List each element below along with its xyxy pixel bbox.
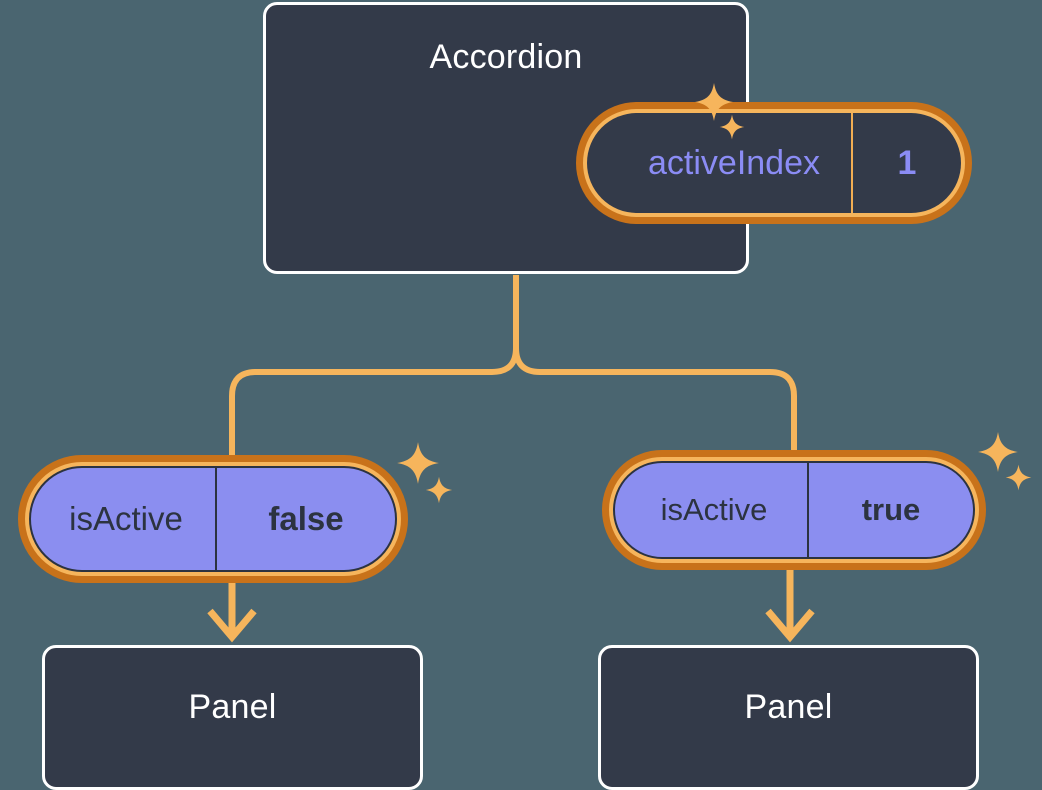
state-pill-is-active-false[interactable]: isActive false: [18, 455, 408, 583]
panel-component-box-right[interactable]: Panel: [598, 645, 979, 790]
sparkle-icon-small: [1005, 464, 1032, 491]
state-pill-inner: isActive false: [29, 466, 397, 572]
state-key-is-active-right: isActive: [660, 492, 768, 527]
state-key-active-index: activeIndex: [648, 143, 820, 182]
connector-branch-right: [513, 347, 797, 452]
accordion-component-box[interactable]: Accordion activeIndex 1: [263, 2, 972, 274]
down-arrow-left-icon: [207, 608, 257, 643]
state-pill-inner: isActive true: [613, 461, 975, 559]
state-pill-active-index[interactable]: activeIndex 1: [576, 102, 972, 224]
panel-title-right: Panel: [744, 688, 833, 726]
panel-component-box-left[interactable]: Panel: [42, 645, 423, 790]
state-value-is-active-left: false: [215, 468, 395, 570]
panel-title-left: Panel: [188, 688, 277, 726]
down-arrow-right-icon: [765, 608, 815, 643]
state-pill-inner: activeIndex 1: [587, 113, 961, 213]
state-pill-is-active-true[interactable]: isActive true: [602, 450, 986, 570]
state-value-is-active-right: true: [807, 463, 973, 557]
state-value-active-index: 1: [851, 113, 961, 213]
diagram-canvas: Accordion activeIndex 1 isActive false: [18, 2, 1032, 790]
sparkle-icon: [978, 432, 1018, 472]
sparkle-icon-small: [425, 476, 453, 504]
sparkle-icon: [397, 442, 439, 484]
accordion-title: Accordion: [429, 38, 583, 76]
connector-branch-left: [229, 347, 519, 455]
state-key-is-active-left: isActive: [69, 500, 183, 537]
